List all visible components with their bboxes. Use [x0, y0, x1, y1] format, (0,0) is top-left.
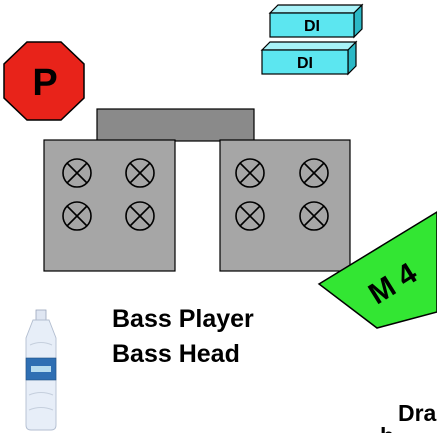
- bass-head: [96, 108, 255, 142]
- speaker-cabinet-left: [43, 139, 176, 272]
- circle-x-icon: [299, 158, 329, 188]
- circle-x-icon: [62, 201, 92, 231]
- circle-x-icon: [125, 158, 155, 188]
- monitor-shape: [317, 211, 437, 329]
- octagon-icon: [3, 41, 85, 121]
- di-box-label: DI: [304, 18, 320, 35]
- player-label-line2: Bass Head: [112, 340, 240, 368]
- circle-x-icon: [125, 201, 155, 231]
- circle-x-icon: [235, 158, 265, 188]
- di-box: DI: [260, 40, 358, 76]
- di-box-label: DI: [297, 55, 313, 72]
- water-bottle-icon: [25, 309, 57, 431]
- di-box: DI: [268, 3, 364, 39]
- power-drop-label: P: [32, 62, 57, 104]
- circle-x-icon: [299, 201, 329, 231]
- bass-cabinet: [43, 108, 351, 272]
- circle-x-icon: [62, 158, 92, 188]
- player-label-line1: Bass Player: [112, 305, 254, 333]
- power-drop: P: [3, 41, 85, 121]
- cutoff-label: Dra: [398, 400, 437, 426]
- cutoff-label-partial: b: [380, 423, 394, 433]
- circle-x-icon: [235, 201, 265, 231]
- speaker-cabinet-right: [219, 139, 351, 272]
- monitor-wedge: M 4: [317, 211, 437, 329]
